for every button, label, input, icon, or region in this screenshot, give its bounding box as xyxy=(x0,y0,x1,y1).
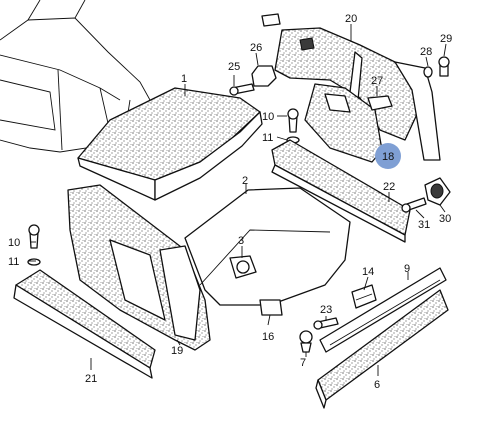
callout-1: 1 xyxy=(181,73,187,85)
part-9-sill-strip xyxy=(319,267,447,353)
part-1-luggage-floor-cover xyxy=(77,87,263,201)
callout-9: 9 xyxy=(404,263,410,275)
part-22-rail xyxy=(271,139,411,243)
part-25-screw xyxy=(229,83,255,96)
callout-3: 3 xyxy=(238,235,244,247)
part-23-screw xyxy=(313,317,339,330)
part-14-clip xyxy=(351,284,377,309)
callout-20: 20 xyxy=(345,13,357,25)
callout-23: 23 xyxy=(320,304,332,316)
callout-22: 22 xyxy=(383,181,395,193)
part-30-grommet xyxy=(424,177,451,206)
part-3-plug xyxy=(229,255,257,279)
callout-25: 25 xyxy=(228,61,240,73)
part-7-clip xyxy=(299,330,313,353)
part-10-clip-lower xyxy=(28,224,40,249)
callout-10-lower: 10 xyxy=(8,237,20,249)
part-19-left-side-trim xyxy=(67,184,211,351)
callout-31: 31 xyxy=(418,219,430,231)
part-10-clip-upper xyxy=(287,108,299,133)
part-31-screw xyxy=(401,197,427,213)
callout-26: 26 xyxy=(250,42,262,54)
callout-28: 28 xyxy=(420,46,432,58)
callout-14: 14 xyxy=(362,266,374,278)
callout-19: 19 xyxy=(171,345,183,357)
part-28-washer xyxy=(423,66,433,78)
part-2-floor-panel xyxy=(184,187,351,316)
callout-labels: 1 2 3 6 7 9 10 10 11 11 14 16 18 19 20 2… xyxy=(8,13,452,391)
callout-11-lower: 11 xyxy=(8,256,19,268)
highlight-marker xyxy=(375,143,401,169)
part-26-bracket xyxy=(251,13,281,87)
part-11-washer-lower xyxy=(27,258,41,266)
callout-2: 2 xyxy=(242,175,248,187)
part-21-rail xyxy=(13,269,156,379)
leader-lines xyxy=(28,24,447,376)
part-29-screw xyxy=(438,56,450,77)
callout-6: 6 xyxy=(374,379,380,391)
callout-29: 29 xyxy=(440,33,452,45)
callout-27: 27 xyxy=(371,75,383,87)
part-6-sill-cover xyxy=(315,289,449,409)
callout-7: 7 xyxy=(300,357,306,369)
part-18-side-trim xyxy=(304,83,393,163)
callout-11-upper: 11 xyxy=(262,132,273,144)
callout-16: 16 xyxy=(262,331,274,343)
callout-18: 18 xyxy=(382,151,394,163)
callout-21: 21 xyxy=(85,373,97,385)
callout-10-upper: 10 xyxy=(262,111,274,123)
callout-30: 30 xyxy=(439,213,451,225)
